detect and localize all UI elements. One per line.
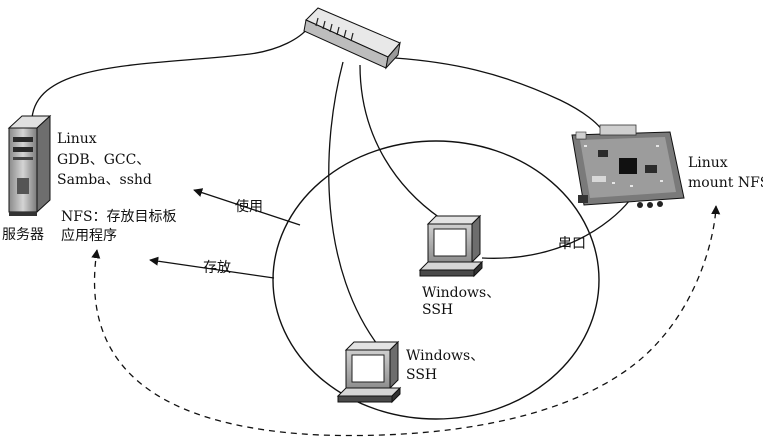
server-caption: 服务器 [2,227,44,243]
pc-icon-1 [418,214,484,278]
server-icon [7,114,52,216]
pc1-os-label: Windows、 [422,285,501,301]
target-board-icon [571,124,685,208]
server-software-label: GDB、GCC、 [57,152,151,168]
use-arrow [193,188,301,226]
pc2-os-label: Windows、 [406,348,485,364]
cable-hub-pc2 [328,61,381,349]
use-label: 使用 [235,199,263,215]
cable-server-hub [31,27,309,119]
serial-port-label: 串口 [558,236,586,252]
server-services-label: Samba、sshd [57,172,152,188]
server-nfs-label: NFS：存放目标板 [61,209,177,225]
board-os-label: Linux [688,155,728,171]
nfs-dashed-path [91,205,721,437]
pc2-ssh-label: SSH [406,367,438,383]
pc1-ssh-label: SSH [422,302,454,318]
cable-hub-board [394,57,603,131]
server-apps-label: 应用程序 [61,228,117,244]
board-mount-label: mount NFS [688,175,763,191]
server-os-label: Linux [57,131,97,147]
client-group-circle [272,140,600,420]
pc-icon-2 [336,340,402,404]
cable-serial [481,199,631,259]
switch-icon [303,7,401,70]
store-label: 存放 [203,260,231,276]
store-arrow [149,256,275,279]
